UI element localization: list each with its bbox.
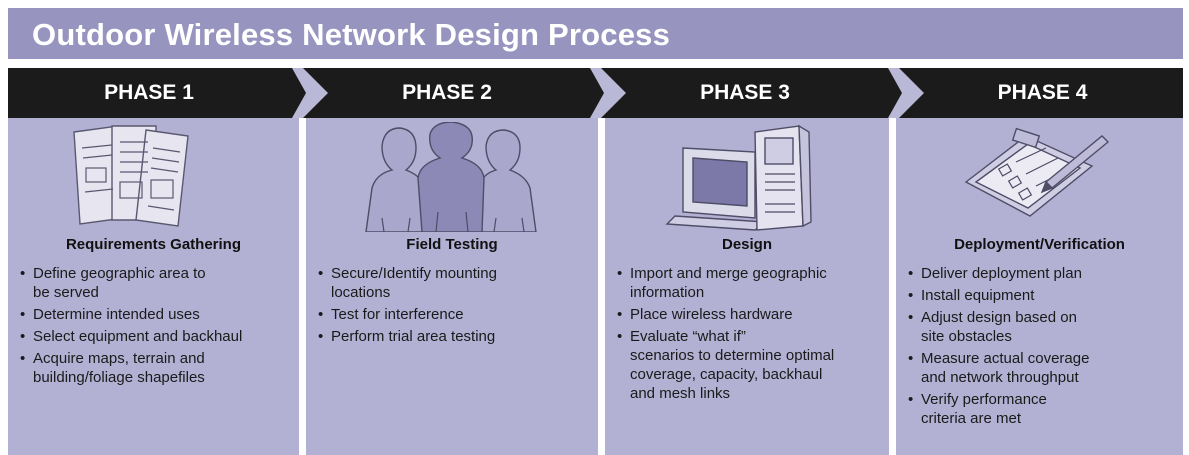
phase-3-heading: Design bbox=[721, 236, 772, 253]
documents-icon bbox=[73, 125, 189, 227]
list-item: Deliver deployment plan bbox=[906, 264, 1089, 283]
list-item: Evaluate “what if” scenarios to determin… bbox=[615, 327, 834, 403]
phase-4-panel: Deployment/Verification Deliver deployme… bbox=[896, 118, 1183, 455]
list-item: Verify performance criteria are met bbox=[906, 390, 1089, 428]
chevron-arrow-icon bbox=[292, 68, 328, 118]
phase-1-label: PHASE 1 bbox=[104, 81, 194, 104]
list-item: Import and merge geographic information bbox=[615, 264, 834, 302]
list-item: Test for interference bbox=[316, 305, 497, 324]
phase-2-heading: Field Testing bbox=[406, 236, 498, 253]
list-item: Measure actual coverage and network thro… bbox=[906, 349, 1089, 387]
chevron-arrow-icon bbox=[590, 68, 626, 118]
people-icon bbox=[365, 122, 537, 232]
diagram-title: Outdoor Wireless Network Design Process bbox=[32, 17, 671, 52]
list-item: Define geographic area to be served bbox=[18, 264, 242, 302]
list-item: Place wireless hardware bbox=[615, 305, 834, 324]
list-item: Perform trial area testing bbox=[316, 327, 497, 346]
phase-1-heading: Requirements Gathering bbox=[65, 236, 242, 253]
phase-1-list: Define geographic area to be servedDeter… bbox=[18, 264, 242, 390]
list-item: Select equipment and backhaul bbox=[18, 327, 242, 346]
chevron-arrow-icon bbox=[888, 68, 924, 118]
phase-4-heading: Deployment/Verification bbox=[954, 236, 1125, 253]
phase-3-label: PHASE 3 bbox=[700, 81, 790, 104]
list-item: Install equipment bbox=[906, 286, 1089, 305]
phase-2-label: PHASE 2 bbox=[402, 81, 492, 104]
phase-1-panel: Requirements Gathering Define geographic… bbox=[8, 118, 299, 455]
list-item: Determine intended uses bbox=[18, 305, 242, 324]
phase-4-list: Deliver deployment planInstall equipment… bbox=[906, 264, 1089, 431]
phase-4-label: PHASE 4 bbox=[997, 81, 1088, 104]
list-item: Adjust design based on site obstacles bbox=[906, 308, 1089, 346]
phase-header-bar: PHASE 1 PHASE 2 PHASE 3 PHASE 4 bbox=[8, 68, 1183, 118]
title-bar: Outdoor Wireless Network Design Process bbox=[8, 8, 1183, 59]
list-item: Acquire maps, terrain and building/folia… bbox=[18, 349, 242, 387]
list-item: Secure/Identify mounting locations bbox=[316, 264, 497, 302]
phase-3-list: Import and merge geographic informationP… bbox=[615, 264, 834, 406]
phase-3-panel: Design Import and merge geographic infor… bbox=[605, 118, 889, 455]
clipboard-checklist-icon bbox=[964, 127, 1110, 217]
phase-2-list: Secure/Identify mounting locationsTest f… bbox=[316, 264, 497, 349]
process-diagram: Outdoor Wireless Network Design Process … bbox=[8, 8, 1183, 455]
computer-icon bbox=[665, 124, 812, 231]
phase-2-panel: Field Testing Secure/Identify mounting l… bbox=[306, 118, 598, 455]
